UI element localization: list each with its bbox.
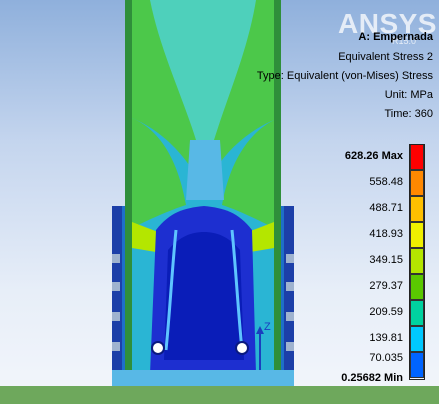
legend-swatch	[410, 326, 424, 352]
legend-swatch	[410, 144, 424, 170]
legend-swatch	[410, 170, 424, 196]
bolt-head-r4	[286, 342, 294, 351]
bolt-head-r2	[286, 282, 294, 291]
legend-swatch	[410, 274, 424, 300]
ansys-logo: ANSYS	[338, 8, 437, 39]
legend-swatch	[410, 300, 424, 326]
bolt-head-l1	[112, 254, 120, 263]
ground-strip	[0, 386, 439, 404]
bolt-hole-left	[151, 341, 165, 355]
legend-min-label: 0.25682 Min	[341, 372, 403, 384]
bolt-head-l3	[112, 312, 120, 321]
left-streak	[164, 229, 178, 351]
legend-label: 209.59	[369, 306, 403, 318]
legend-label: 418.93	[369, 228, 403, 240]
upper-cyan-funnel	[150, 0, 256, 140]
legend-label: 558.48	[369, 176, 403, 188]
legend-label: 279.37	[369, 280, 403, 292]
right-streak	[230, 229, 244, 351]
column-right-wall	[274, 0, 281, 386]
z-axis-label: Z	[264, 321, 271, 333]
result-type: Type: Equivalent (von-Mises) Stress	[256, 70, 433, 82]
core-blue-zone	[164, 232, 244, 360]
legend-label: 349.15	[369, 254, 403, 266]
legend-label: 139.81	[369, 332, 403, 344]
legend-swatch	[410, 222, 424, 248]
result-unit: Unit: MPa	[384, 89, 433, 101]
bolt-head-r1	[286, 254, 294, 263]
legend-max-label: 628.26 Max	[344, 150, 403, 162]
bolt-head-l4	[112, 342, 120, 351]
neck-zone	[186, 140, 224, 200]
legend-swatch	[410, 196, 424, 222]
result-time: Time: 360	[384, 108, 433, 120]
bolt-head-r3	[286, 312, 294, 321]
bolt-hole-right	[235, 341, 249, 355]
bolt-head-l2	[112, 282, 120, 291]
base-plate-right-edge	[284, 206, 294, 386]
base-bottom-band	[112, 370, 294, 386]
axis-triad-icon[interactable]: Z	[240, 318, 280, 374]
result-name: Equivalent Stress 2	[338, 51, 433, 63]
legend-swatch	[410, 352, 424, 378]
analysis-title: A: Empernada	[358, 31, 433, 43]
right-hotspot	[248, 222, 274, 252]
z-axis-arrow	[256, 326, 264, 334]
legend-label: 488.71	[369, 202, 403, 214]
ansys-version: R15.0	[392, 36, 417, 46]
legend-swatch	[410, 248, 424, 274]
column-left-wall	[125, 0, 132, 386]
left-green-zone	[132, 118, 186, 228]
right-green-zone	[222, 120, 274, 228]
base-plate-left-edge	[112, 206, 122, 386]
left-hotspot	[132, 222, 158, 252]
legend-label: 70.035	[369, 352, 403, 364]
